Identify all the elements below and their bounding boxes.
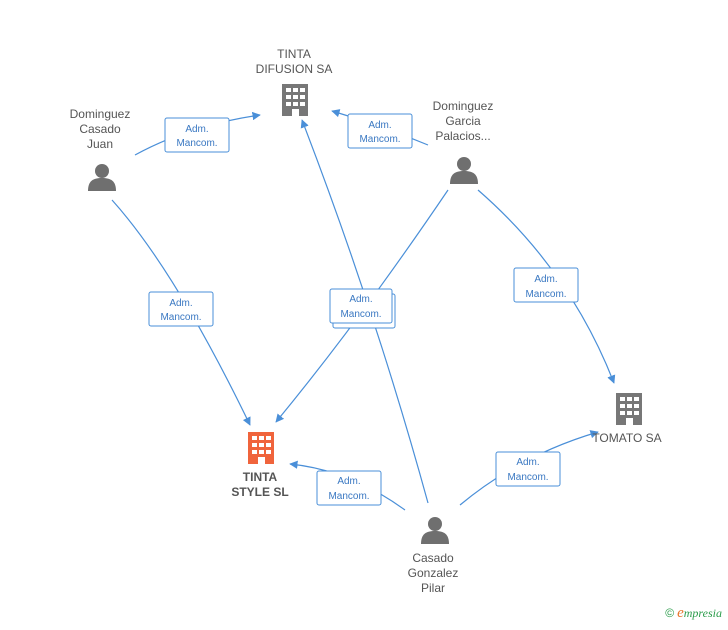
node-label: TINTA: [277, 47, 311, 61]
svg-text:Adm.: Adm.: [516, 457, 539, 468]
svg-text:Mancom.: Mancom.: [525, 289, 566, 300]
node-label: TOMATO SA: [592, 431, 661, 445]
node-label: STYLE SL: [231, 485, 288, 499]
edge-label[interactable]: Adm. Mancom.: [513, 267, 579, 303]
svg-text:Mancom.: Mancom.: [328, 491, 369, 502]
edge-label[interactable]: Adm. Mancom.: [347, 113, 413, 149]
node-dominguez-garcia[interactable]: Dominguez Garcia Palacios...: [433, 99, 494, 184]
node-label: DIFUSION SA: [256, 62, 333, 76]
edge-label[interactable]: Adm. Mancom.: [148, 291, 214, 327]
edge-label[interactable]: Adm. Mancom.: [495, 451, 561, 487]
brand-logo: ©empresia: [665, 605, 722, 622]
person-icon: [450, 157, 478, 184]
building-icon: [616, 393, 642, 425]
svg-text:Mancom.: Mancom.: [340, 309, 381, 320]
node-label: Pilar: [421, 581, 445, 595]
node-label: Casado: [79, 122, 121, 136]
node-tomato[interactable]: TOMATO SA: [592, 393, 662, 445]
svg-text:Mancom.: Mancom.: [176, 138, 217, 149]
svg-text:Adm.: Adm.: [349, 294, 372, 305]
brand-name: mpresia: [683, 606, 722, 620]
node-label: Palacios...: [435, 129, 490, 143]
node-tinta-difusion[interactable]: TINTA DIFUSION SA: [256, 47, 333, 116]
svg-text:Adm.: Adm.: [185, 124, 208, 135]
copyright-symbol: ©: [665, 606, 675, 620]
svg-text:Mancom.: Mancom.: [507, 472, 548, 483]
edge-labels: Adm. Mancom. Adm. Mancom. Adm. Mancom. A…: [148, 113, 579, 506]
node-label: Dominguez: [433, 99, 494, 113]
svg-text:Adm.: Adm.: [368, 120, 391, 131]
node-casado-gonzalez[interactable]: Casado Gonzalez Pilar: [408, 517, 459, 595]
svg-text:Mancom.: Mancom.: [359, 134, 400, 145]
node-label: TINTA: [243, 470, 278, 484]
svg-text:Adm.: Adm.: [534, 274, 557, 285]
node-label: Juan: [87, 137, 113, 151]
svg-text:Adm.: Adm.: [337, 476, 360, 487]
edge-dominguez-casado-to-tinta-style: [111, 199, 251, 426]
node-label: Dominguez: [70, 107, 131, 121]
person-icon: [421, 517, 449, 544]
node-label: Casado: [412, 551, 454, 565]
node-dominguez-casado[interactable]: Dominguez Casado Juan: [70, 107, 131, 191]
svg-text:Mancom.: Mancom.: [160, 312, 201, 323]
node-tinta-style[interactable]: TINTA STYLE SL: [231, 432, 289, 499]
building-icon: [282, 84, 308, 116]
svg-text:Adm.: Adm.: [169, 298, 192, 309]
edge-label[interactable]: Adm. Mancom.: [164, 117, 230, 153]
node-label: Garcia: [445, 114, 481, 128]
person-icon: [88, 164, 116, 191]
edge-label[interactable]: Adm. Mancom.: [329, 288, 393, 324]
node-label: Gonzalez: [408, 566, 459, 580]
edge-label[interactable]: Adm. Mancom.: [316, 470, 382, 506]
brand-e: e: [677, 605, 684, 621]
building-icon: [248, 432, 274, 464]
